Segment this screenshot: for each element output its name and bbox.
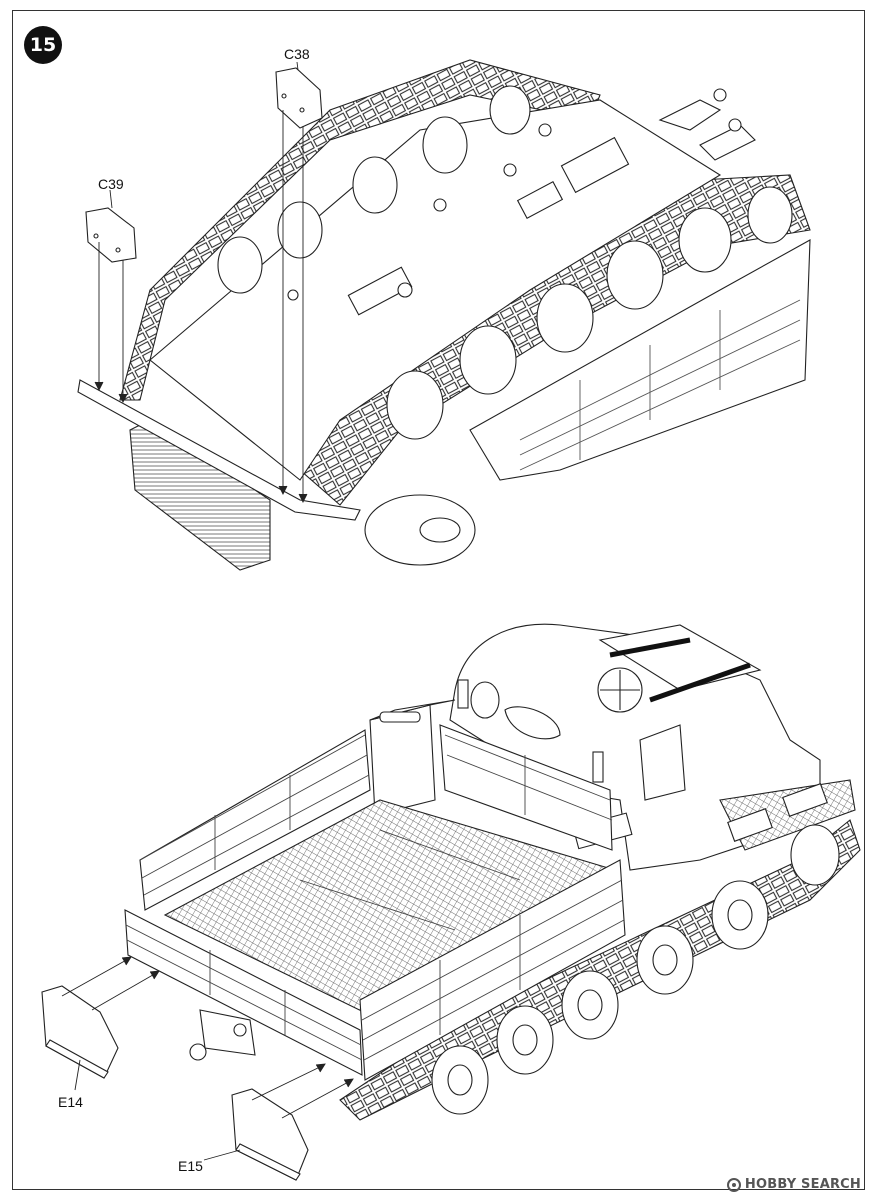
step-number-badge: 15 bbox=[24, 26, 62, 64]
part-c38 bbox=[275, 67, 323, 129]
front-grille bbox=[129, 419, 271, 571]
hobby-search-logo-icon bbox=[726, 1177, 741, 1192]
cargo-left-wall bbox=[139, 729, 371, 911]
part-label-e14: E14 bbox=[58, 1094, 83, 1110]
part-c39 bbox=[85, 207, 137, 263]
road-wheels-right bbox=[386, 186, 793, 440]
watermark: HOBBY SEARCH bbox=[726, 1177, 861, 1192]
cab-window-front bbox=[504, 706, 561, 740]
part-label-e15: E15 bbox=[178, 1158, 203, 1174]
cargo-vehicle-view bbox=[124, 623, 861, 1121]
leader-lines-bottom bbox=[61, 956, 354, 1161]
part-label-c38: C38 bbox=[284, 46, 310, 62]
cab-window-left bbox=[470, 681, 500, 719]
watermark-text: HOBBY SEARCH bbox=[744, 1177, 861, 1192]
cargo-right-wall bbox=[439, 724, 613, 851]
part-e14 bbox=[41, 985, 119, 1079]
part-label-c39: C39 bbox=[98, 176, 124, 192]
tow-hooks-top bbox=[658, 88, 756, 161]
cab-door bbox=[639, 724, 686, 801]
rear-beam bbox=[77, 379, 361, 521]
tow-hitch-bottom bbox=[189, 1009, 256, 1061]
part-e15 bbox=[231, 1088, 309, 1181]
road-wheels-left bbox=[217, 85, 531, 294]
underside-view bbox=[77, 59, 811, 571]
road-wheels-bottom bbox=[431, 824, 840, 1115]
cargo-bed-side bbox=[469, 239, 811, 481]
leader-lines-top bbox=[94, 61, 308, 504]
